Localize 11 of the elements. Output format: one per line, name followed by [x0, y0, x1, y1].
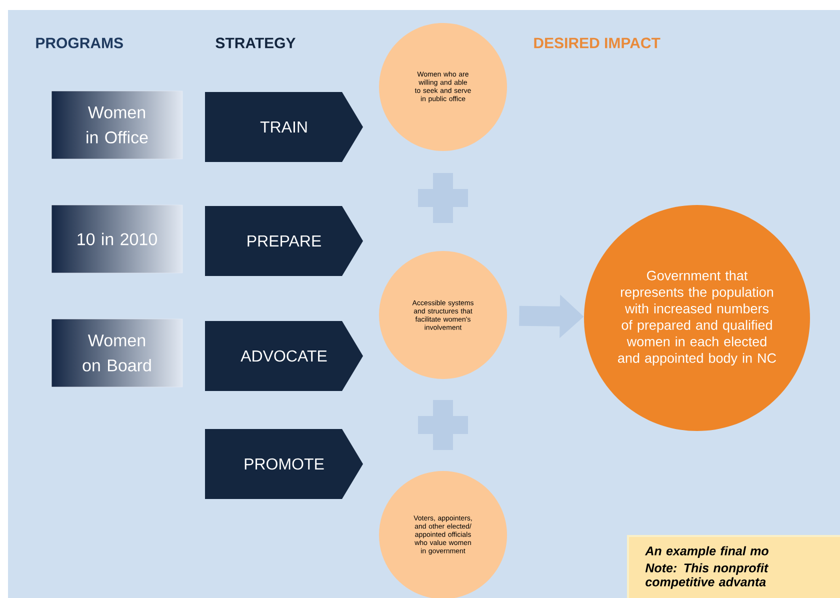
pentagon-box: PROMOTE — [205, 429, 363, 499]
program-box: Women on Board — [51, 318, 183, 388]
program-box: Women in Office — [51, 90, 183, 160]
column-heading: STRATEGY — [216, 38, 296, 48]
note-box: An example final mo Note: This nonprofit competitive advanta — [627, 535, 840, 598]
column-heading: PROGRAMS — [36, 38, 123, 48]
column-heading: DESIRED IMPACT — [534, 38, 660, 48]
pentagon-box: ADVOCATE — [205, 321, 363, 391]
pentagon-box: TRAIN — [205, 92, 363, 162]
pentagon-box: PREPARE — [205, 206, 363, 276]
program-box: 10 in 2010 — [51, 204, 183, 274]
